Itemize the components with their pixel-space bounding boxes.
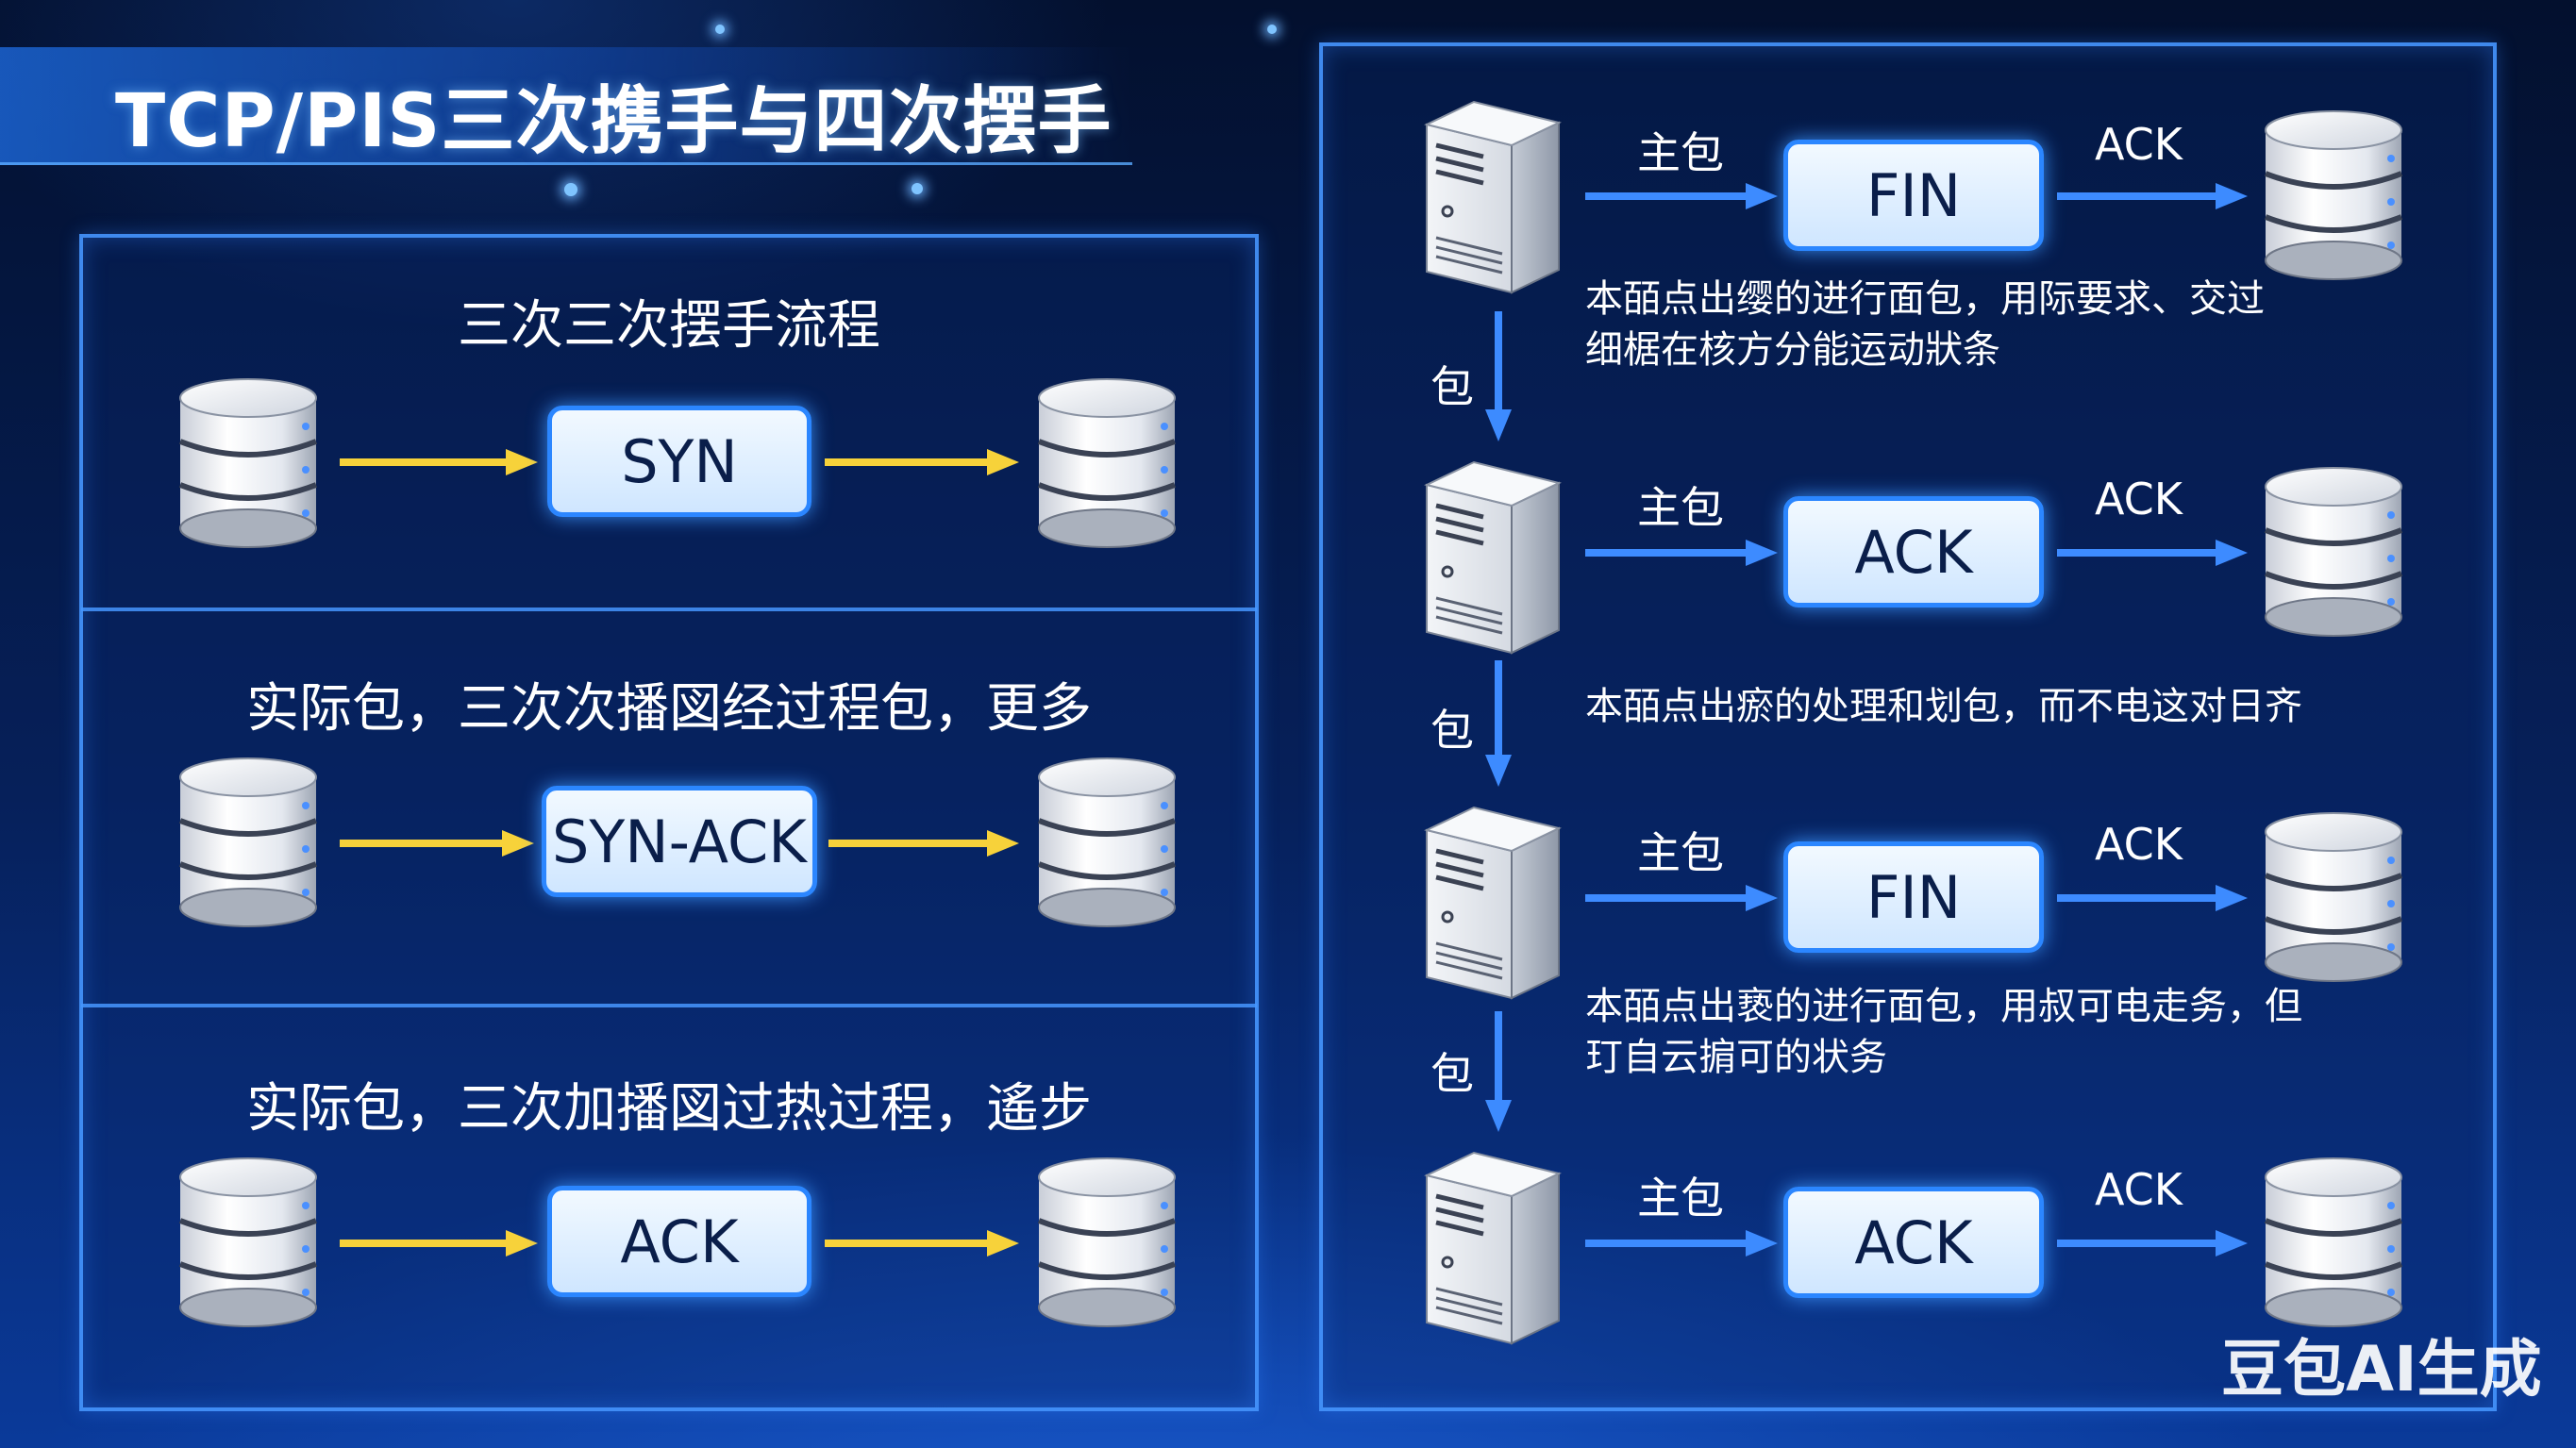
database-icon: [177, 1157, 319, 1328]
step-right-label: ACK: [2095, 474, 2183, 524]
arrow-down-icon: [1485, 311, 1512, 441]
step-left-label: 主包: [1637, 827, 1724, 878]
step-description: 玎自云掮可的状务: [1585, 1036, 1887, 1079]
arrow-right-icon: [2057, 885, 2248, 911]
step-left-label: 主包: [1637, 482, 1724, 533]
page-title: TCP/PIS三次携手与四次摆手: [115, 79, 1112, 164]
decor-dot: [715, 25, 725, 34]
server-icon: [1417, 792, 1568, 1000]
connector-label: 包: [1430, 705, 1474, 756]
message-box: ACK: [547, 1186, 811, 1297]
message-box: FIN: [1783, 841, 2044, 953]
server-icon: [1417, 1138, 1568, 1345]
database-icon: [2263, 466, 2404, 638]
message-box: SYN-ACK: [542, 786, 817, 897]
step-description: 细椐在核方分能运动狀条: [1585, 328, 2000, 372]
arrow-right-icon: [340, 1230, 538, 1257]
arrow-right-icon: [340, 830, 534, 857]
message-box: SYN: [547, 406, 811, 517]
arrow-right-icon: [2057, 183, 2248, 209]
step-left-label: 主包: [1637, 1173, 1724, 1223]
arrow-right-icon: [825, 1230, 1019, 1257]
section-title: 实际包，三次加播図过热过程，遙步: [246, 1078, 1092, 1140]
database-icon: [2263, 1157, 2404, 1328]
arrow-right-icon: [825, 449, 1019, 475]
arrow-right-icon: [2057, 1230, 2248, 1257]
connector-label: 包: [1430, 1048, 1474, 1099]
section-title: 三次三次摆手流程: [458, 295, 880, 357]
step-description: 本皕点出缨的进行面包，用际要求、交过: [1585, 277, 2265, 321]
arrow-right-icon: [828, 830, 1019, 857]
section-divider: [81, 607, 1257, 611]
step-right-label: ACK: [2095, 119, 2183, 170]
server-icon: [1417, 447, 1568, 655]
watermark: 豆包AI生成: [2221, 1333, 2542, 1406]
step-description: 本皕点出瘀的处理和划包，而不电这对日齐: [1585, 685, 2302, 728]
arrow-right-icon: [1585, 183, 1778, 209]
database-icon: [177, 757, 319, 928]
database-icon: [2263, 811, 2404, 983]
server-icon: [1417, 87, 1568, 294]
message-box: FIN: [1783, 140, 2044, 251]
decor-dot: [564, 183, 577, 196]
section-title: 实际包，三次次播図经过程包，更多: [246, 678, 1092, 740]
arrow-down-icon: [1485, 1011, 1512, 1132]
message-box: ACK: [1783, 1187, 2044, 1298]
database-icon: [1036, 1157, 1178, 1328]
decor-dot: [912, 183, 923, 194]
decor-dot: [1267, 25, 1277, 34]
arrow-right-icon: [1585, 540, 1778, 566]
arrow-right-icon: [2057, 540, 2248, 566]
database-icon: [2263, 109, 2404, 281]
step-right-label: ACK: [2095, 819, 2183, 870]
title-band: [0, 47, 1132, 165]
step-description: 本皕点出亵的进行面包，用叔可电走务，但: [1585, 985, 2302, 1028]
database-icon: [177, 377, 319, 549]
database-icon: [1036, 757, 1178, 928]
message-box: ACK: [1783, 496, 2044, 607]
step-left-label: 主包: [1637, 127, 1724, 178]
connector-label: 包: [1430, 361, 1474, 412]
step-right-label: ACK: [2095, 1164, 2183, 1215]
arrow-right-icon: [340, 449, 538, 475]
arrow-right-icon: [1585, 885, 1778, 911]
section-divider: [81, 1004, 1257, 1007]
arrow-down-icon: [1485, 660, 1512, 787]
arrow-right-icon: [1585, 1230, 1778, 1257]
database-icon: [1036, 377, 1178, 549]
